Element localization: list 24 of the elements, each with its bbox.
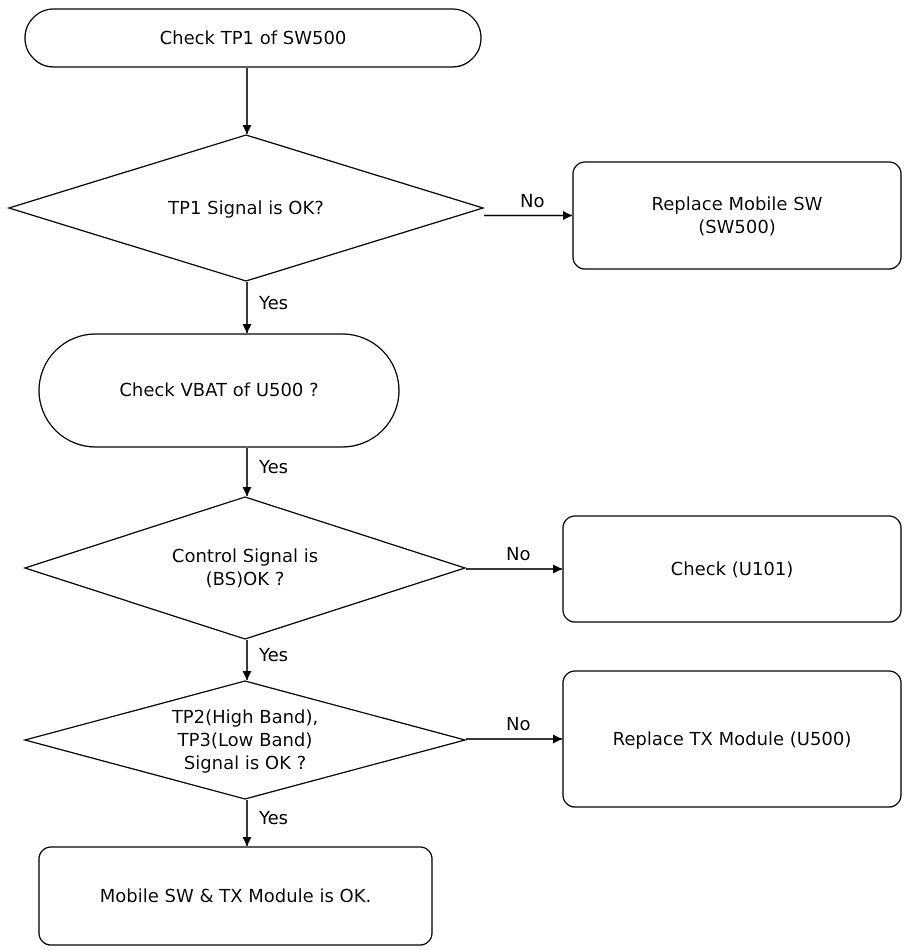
node-text: Check TP1 of SW500	[158, 26, 348, 50]
process-box	[562, 515, 902, 623]
arrow	[484, 211, 572, 220]
arrow	[242, 282, 252, 333]
node-text: Control Signal is (BS)OK ?	[170, 545, 320, 591]
decision-diamond	[24, 680, 466, 800]
arrow	[466, 734, 562, 744]
node-text: Replace TX Module (U500)	[612, 728, 852, 750]
process-box	[572, 161, 902, 270]
node-text: Replace Mobile SW (SW500)	[650, 192, 824, 238]
process-box	[38, 846, 433, 946]
node-text: TP1 Signal is OK?	[167, 196, 325, 220]
arrow	[242, 68, 252, 134]
arrow	[242, 800, 252, 846]
node-text: Check (U101)	[670, 558, 794, 580]
arrow	[466, 564, 562, 574]
process-box	[562, 670, 902, 808]
node-text: Check VBAT of U500 ?	[118, 379, 320, 402]
decision-diamond	[24, 496, 466, 640]
node-text: Mobile SW & TX Module is OK.	[98, 884, 372, 908]
arrow	[242, 448, 252, 496]
decision-diamond	[8, 134, 484, 282]
arrow	[242, 640, 252, 680]
node-text: TP2(High Band), TP3(Low Band) Signal is OK ?	[170, 706, 320, 774]
